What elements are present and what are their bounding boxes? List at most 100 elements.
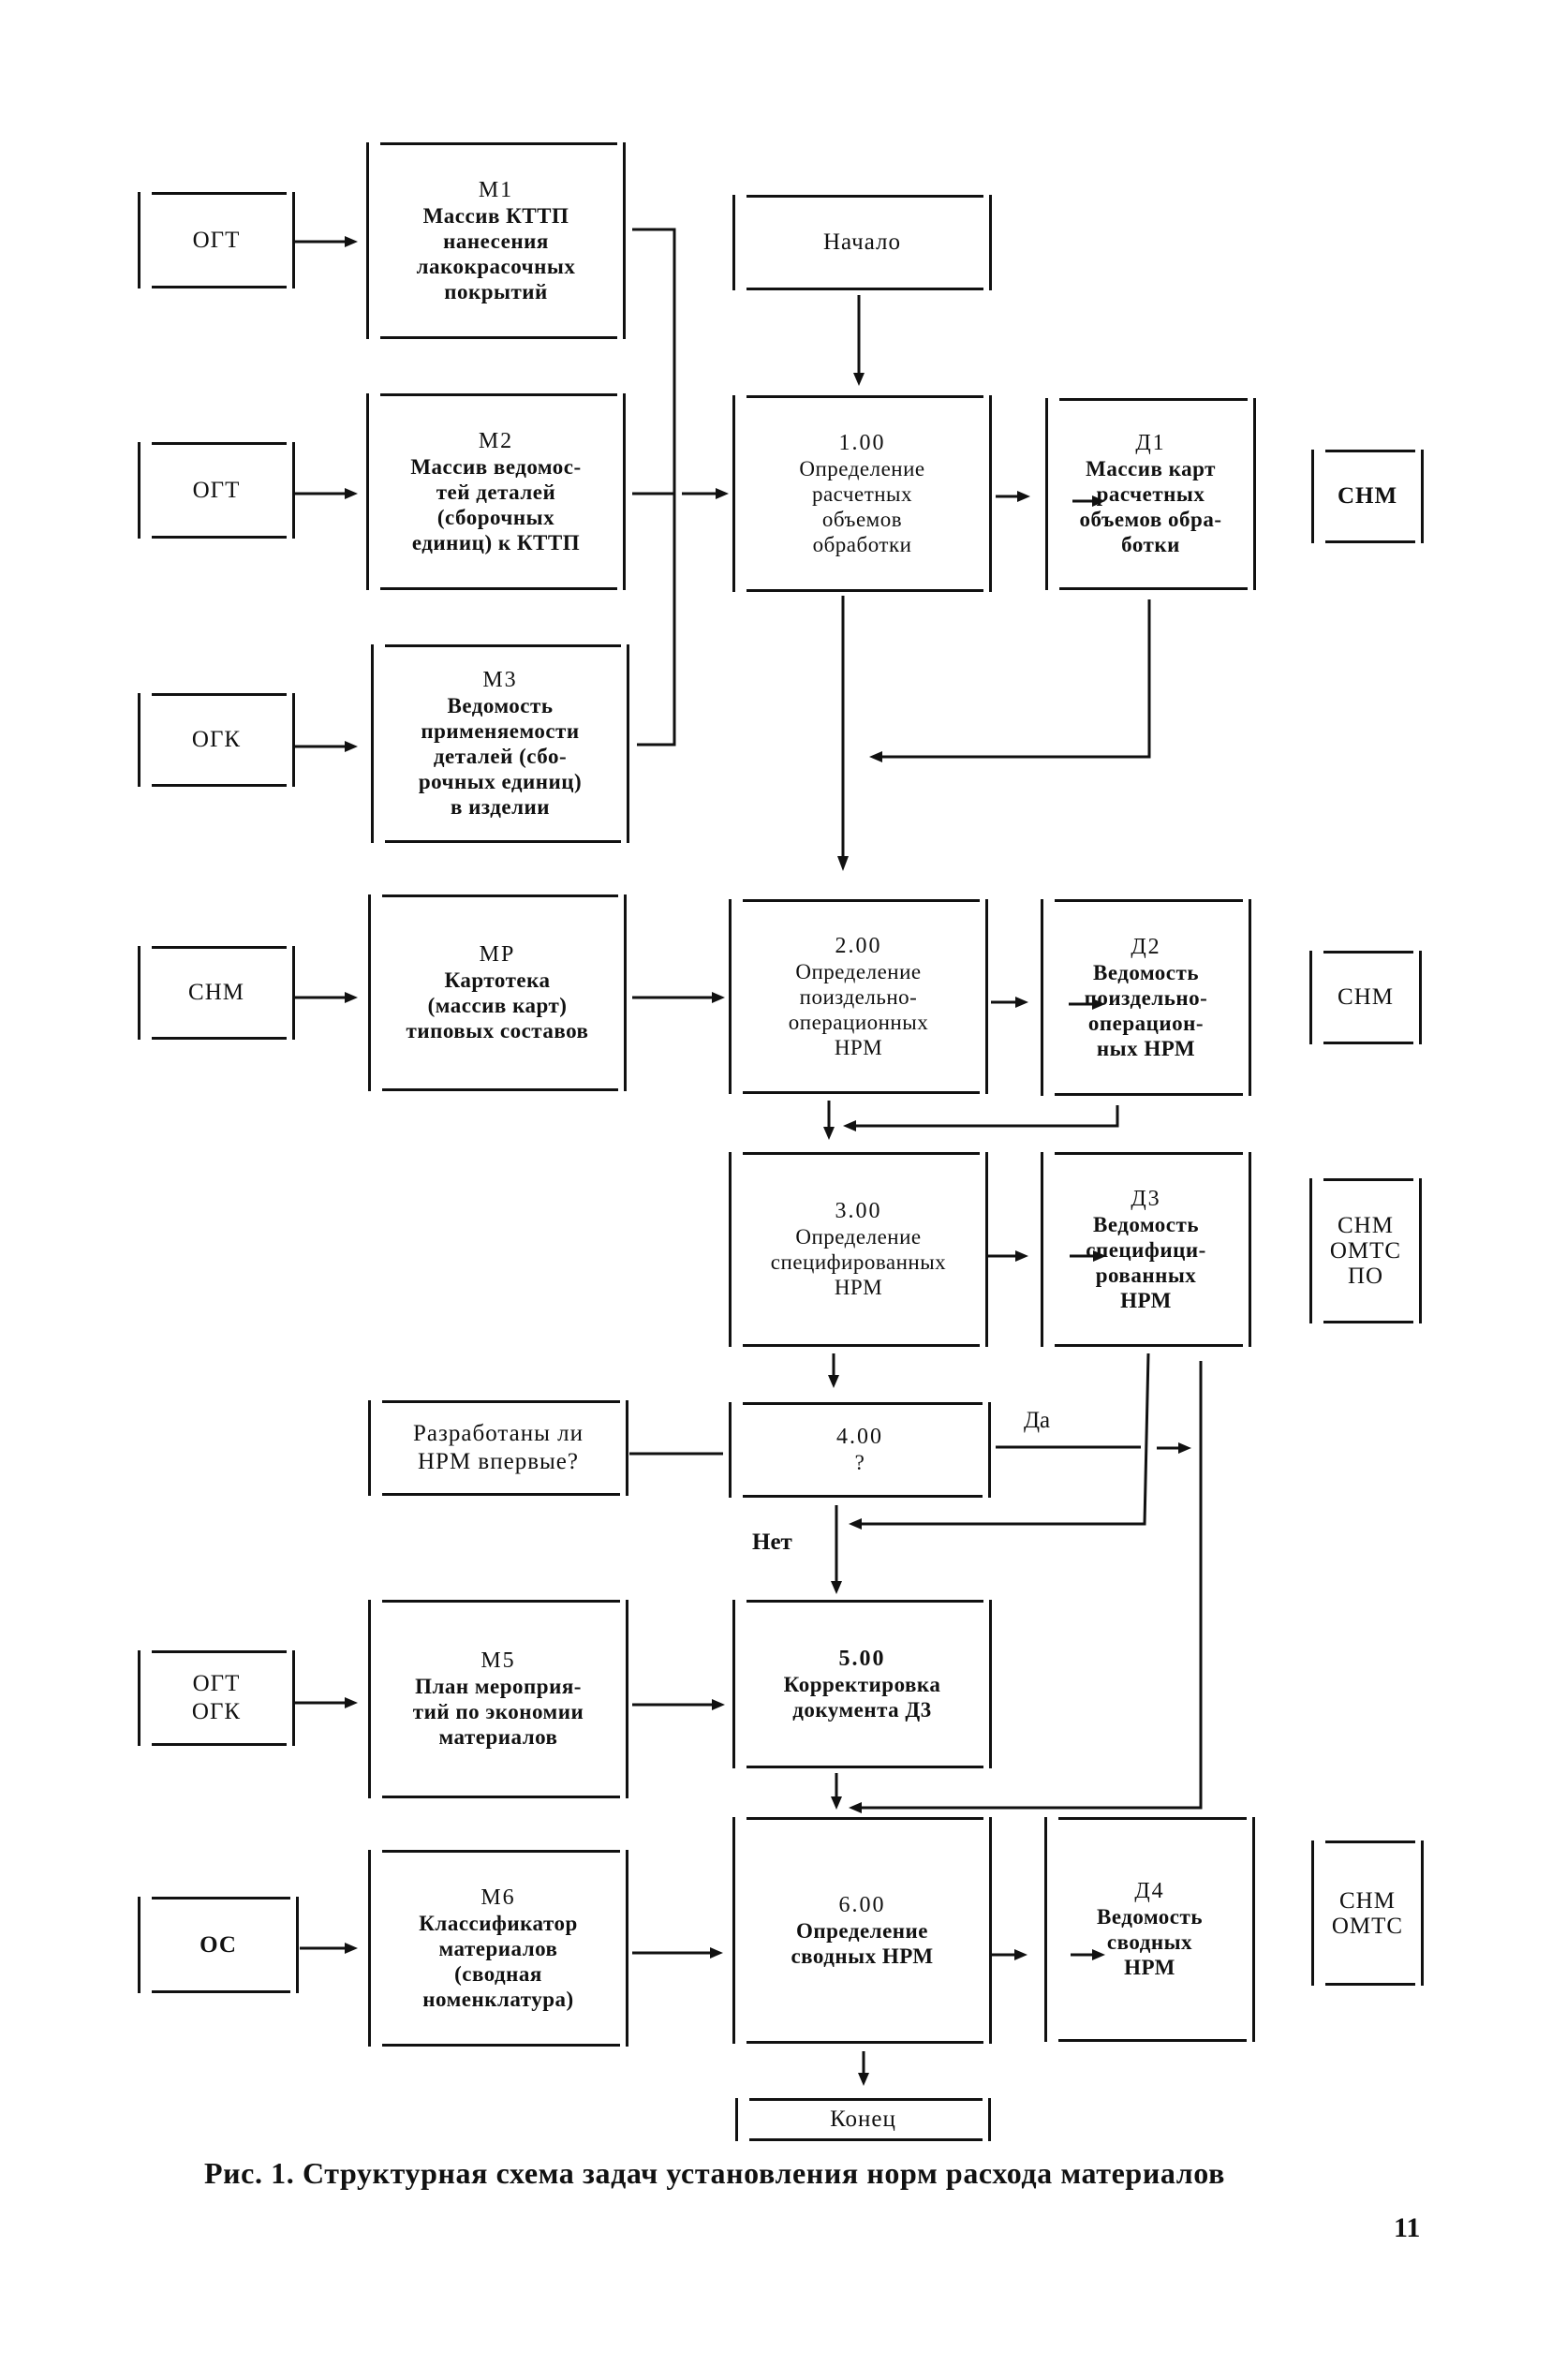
recipient-snm-omts-po: СНМ ОМТС ПО	[1309, 1178, 1422, 1323]
source-label: СНМ	[188, 980, 244, 1005]
array-m2: М2 Массив ведомос- тей деталей (сборочны…	[366, 393, 626, 590]
task-text: Определение специфированных НРМ	[770, 1225, 947, 1299]
task-6-00: 6.00 Определение сводных НРМ	[732, 1817, 992, 2044]
array-text: Массив ведомос- тей деталей (сборочных е…	[410, 454, 582, 554]
branch-yes-label: Да	[1024, 1408, 1051, 1433]
source-label: ОГТ ОГК	[191, 1671, 242, 1724]
question-text: Разработаны ли НРМ впервые?	[413, 1421, 584, 1474]
document-code: Д1	[1135, 431, 1166, 455]
source-label: ОС	[200, 1931, 237, 1958]
arrow-t4-no	[831, 1505, 842, 1594]
array-code: М3	[482, 668, 518, 692]
end-label: Конец	[830, 2107, 896, 2132]
task-code: 1.00	[838, 430, 886, 455]
arrow-d1-to-snm	[1072, 495, 1105, 507]
task-text: Определение расчетных объемов обработки	[799, 456, 925, 556]
source-label: ОГТ	[192, 227, 241, 253]
task-text: ?	[854, 1451, 865, 1474]
recipient-label: СНМ	[1337, 483, 1398, 509]
document-code: Д4	[1134, 1879, 1165, 1903]
arrow-t2-to-d2	[991, 997, 1028, 1008]
source-label: ОГК	[191, 727, 242, 752]
arrow-t3-to-t4	[828, 1353, 839, 1388]
source-label: ОГТ	[192, 477, 241, 503]
arrow-m6-to-t6	[632, 1947, 723, 1959]
task-3-00: 3.00 Определение специфированных НРМ	[729, 1152, 988, 1347]
arrow-d2-to-snm	[1069, 998, 1105, 1010]
recipient-snm-1: СНМ	[1311, 450, 1424, 543]
source-ogt-2: ОГТ	[138, 442, 295, 539]
array-text: Массив КТТП нанесения лакокрасочных покр…	[416, 203, 576, 303]
array-mr: МР Картотека (массив карт) типовых соста…	[368, 894, 627, 1091]
document-code: Д3	[1131, 1186, 1161, 1211]
array-m1: М1 Массив КТТП нанесения лакокрасочных п…	[366, 142, 626, 339]
arrow-t4-yes	[996, 1442, 1191, 1454]
document-text: Массив карт расчетных объемов обра- ботк…	[1079, 457, 1222, 556]
array-m6: М6 Классификатор материалов (сводная ном…	[368, 1850, 628, 2047]
task-code: 5.00	[838, 1646, 886, 1671]
document-d4: Д4 Ведомость сводных НРМ	[1044, 1817, 1255, 2042]
page-number: 11	[1394, 2212, 1421, 2243]
array-code: МР	[479, 942, 516, 967]
arrow-yes-bypass	[849, 1361, 1203, 1813]
array-code: М6	[480, 1885, 516, 1910]
array-text: Классификатор материалов (сводная номенк…	[419, 1911, 578, 2011]
task-text: Определение сводных НРМ	[791, 1918, 934, 1968]
task-code: 2.00	[835, 933, 882, 958]
document-text: Ведомость поиздельно- операцион- ных НРМ	[1084, 960, 1208, 1060]
task-code: 4.00	[836, 1425, 883, 1449]
arrow-mr-to-t2	[632, 992, 725, 1003]
array-code: М5	[480, 1648, 516, 1673]
bus-m1-m2-m3-to-t1	[632, 228, 729, 747]
arrow-t6-to-end	[858, 2051, 869, 2086]
arrow-t1-to-d1	[996, 491, 1030, 502]
arrow-os-to-m6	[300, 1943, 358, 1954]
arrow-d4-to-recipients	[1071, 1949, 1105, 1960]
recipient-snm-omts: СНМ ОМТС	[1311, 1840, 1424, 1986]
task-1-00: 1.00 Определение расчетных объемов обраб…	[732, 395, 992, 592]
array-text: План мероприя- тий по экономии материало…	[412, 1675, 584, 1749]
array-code: М2	[478, 428, 514, 453]
arrow-ogt-to-m2	[295, 488, 358, 499]
arrow-d2-return	[843, 1105, 1119, 1131]
arrow-m5-to-t5	[632, 1699, 725, 1710]
document-code: Д2	[1131, 934, 1161, 959]
source-snm: СНМ	[138, 946, 295, 1040]
task-start: Начало	[732, 195, 992, 290]
arrow-d1-return	[869, 599, 1151, 762]
branch-no-label: Нет	[752, 1530, 792, 1555]
document-d3: Д3 Ведомость специфици- рованных НРМ	[1041, 1152, 1251, 1347]
arrow-t1-to-t2	[837, 596, 849, 871]
arrow-t5-to-t6	[831, 1773, 842, 1810]
task-code: 6.00	[838, 1892, 886, 1917]
document-text: Ведомость сводных НРМ	[1097, 1905, 1203, 1979]
array-text: Ведомость применяемости деталей (сбо- ро…	[418, 694, 583, 819]
arrow-ogk-to-m3	[295, 741, 358, 752]
arrow-snm-to-mr	[295, 992, 358, 1003]
figure-caption: Рис. 1. Структурная схема задач установл…	[204, 2156, 1225, 2190]
task-2-00: 2.00 Определение поиздельно- операционны…	[729, 899, 988, 1094]
task-5-00: 5.00 Корректировка документа Д3	[732, 1600, 992, 1768]
task-text: Корректировка документа Д3	[783, 1672, 941, 1722]
recipient-label: СНМ	[1338, 984, 1394, 1010]
document-d2: Д2 Ведомость поиздельно- операцион- ных …	[1041, 899, 1251, 1096]
recipient-snm-2: СНМ	[1309, 951, 1422, 1044]
recipient-label: СНМ ОМТС ПО	[1329, 1213, 1402, 1289]
array-text: Картотека (массив карт) типовых составов	[406, 968, 589, 1042]
document-d1: Д1 Массив карт расчетных объемов обра- б…	[1045, 398, 1256, 590]
arrow-t2-to-t3	[823, 1101, 835, 1140]
arrow-t3-to-d3	[988, 1250, 1028, 1262]
question-box: Разработаны ли НРМ впервые?	[368, 1400, 628, 1496]
document-text: Ведомость специфици- рованных НРМ	[1086, 1212, 1206, 1312]
arrow-ogt-ogk-to-m5	[295, 1697, 358, 1708]
recipient-label: СНМ ОМТС	[1331, 1887, 1404, 1939]
task-code: 3.00	[835, 1199, 882, 1223]
arrow-ogt-to-m1	[295, 236, 358, 247]
source-ogt-1: ОГТ	[138, 192, 295, 288]
source-os: ОС	[138, 1897, 299, 1993]
arrow-d3-return	[849, 1353, 1150, 1530]
array-m3: М3 Ведомость применяемости деталей (сбо-…	[371, 644, 629, 843]
array-code: М1	[478, 177, 514, 202]
